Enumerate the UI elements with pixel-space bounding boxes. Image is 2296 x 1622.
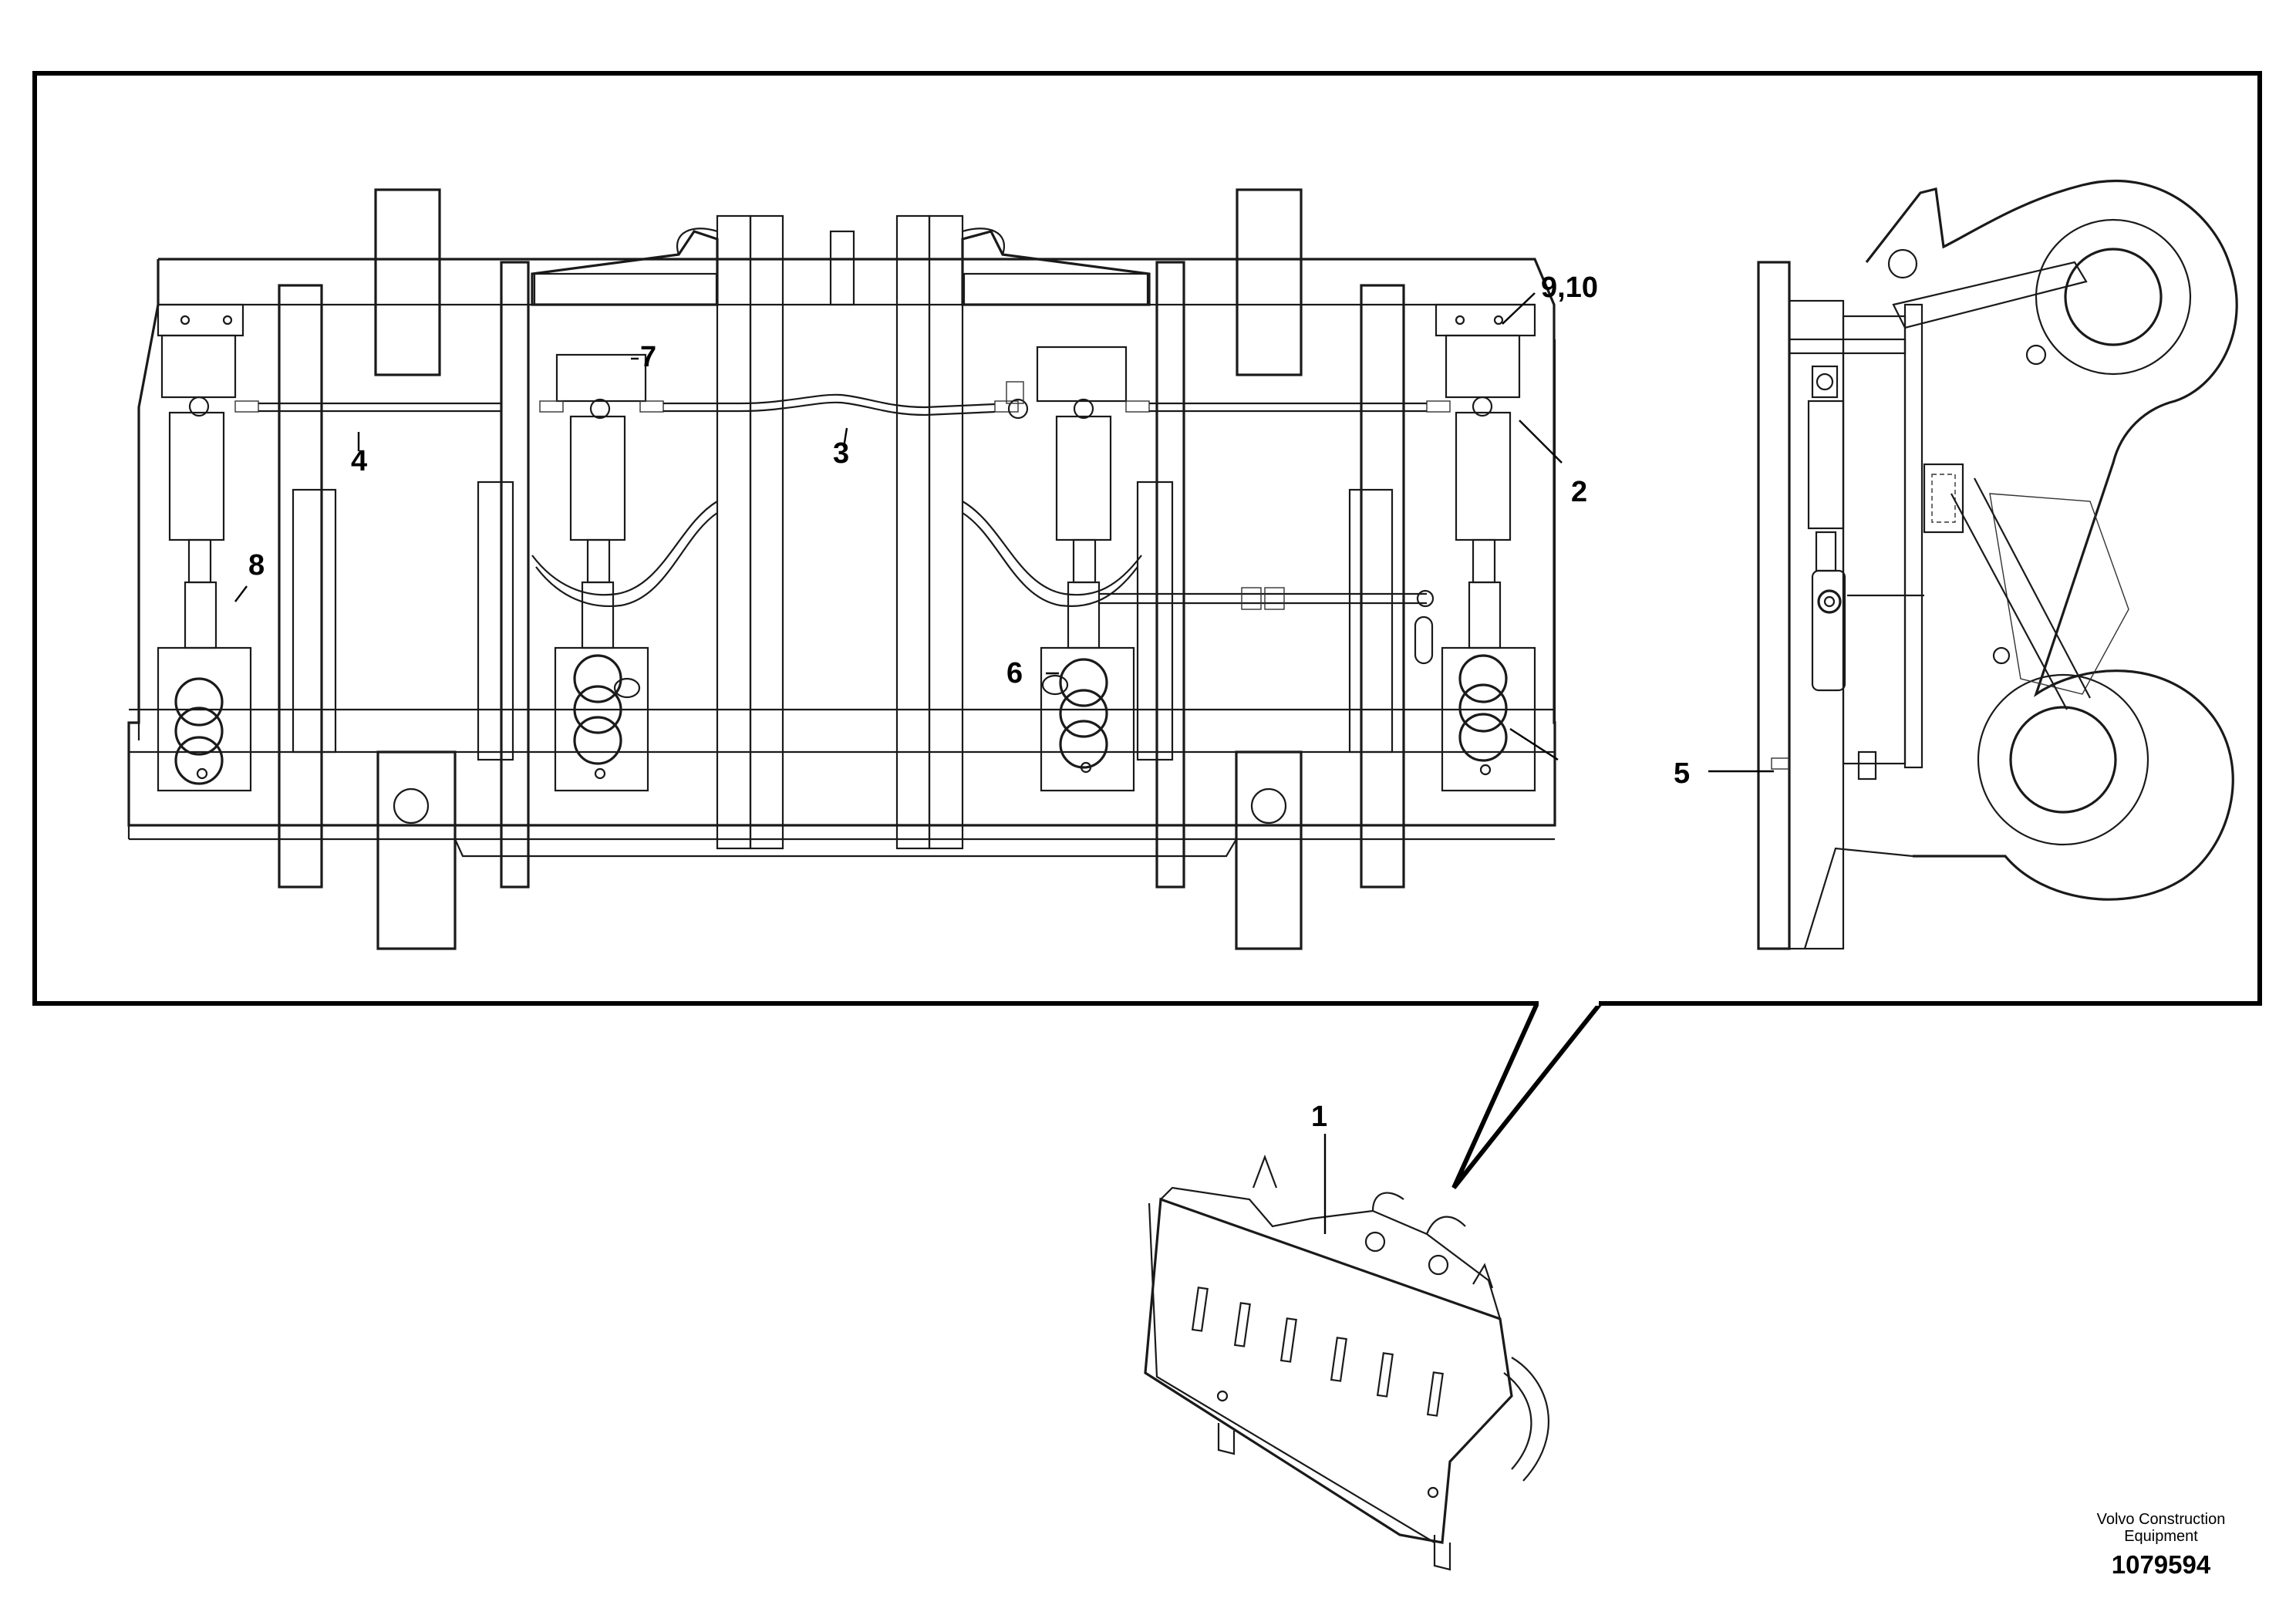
brand-line-2: Equipment [2124, 1528, 2198, 1545]
callout-3: 3 [833, 437, 849, 470]
callout-9-10: 9,10 [1541, 271, 1598, 304]
cylinder-unit-1 [157, 334, 252, 792]
detail-frame [32, 71, 2262, 1189]
document-number: 1079594 [2112, 1550, 2211, 1579]
cylinder-unit-2 [554, 353, 649, 792]
attachment-isometric [1144, 1154, 1549, 1571]
callout-5: 5 [1674, 757, 1690, 790]
callout-4: 4 [351, 445, 367, 477]
cylinder-unit-4 [1441, 334, 1536, 792]
callout-8: 8 [248, 549, 265, 582]
callout-1: 1 [1311, 1101, 1327, 1133]
callout-7: 7 [640, 341, 656, 373]
callout-2: 2 [1571, 476, 1587, 508]
cylinder-unit-3 [1036, 346, 1135, 792]
callout-6: 6 [1006, 657, 1023, 690]
brand-line-1: Volvo Construction [2097, 1511, 2226, 1528]
leader-lines [234, 292, 1774, 1234]
side-view [1757, 180, 2238, 950]
hose-line [234, 381, 1451, 420]
front-view [127, 188, 1556, 950]
